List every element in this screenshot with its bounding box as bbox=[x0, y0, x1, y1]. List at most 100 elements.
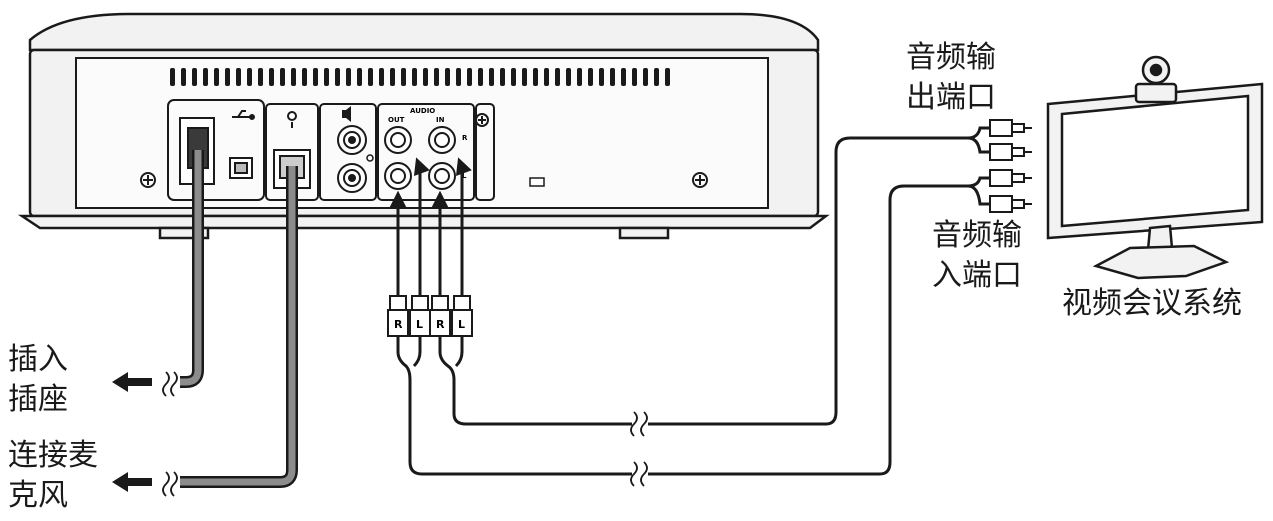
vent-slot bbox=[511, 68, 516, 86]
audio-in-port-label-line2: 入端口 bbox=[932, 258, 1022, 293]
microphone-jack-icon bbox=[287, 111, 297, 128]
vent-slot bbox=[445, 68, 450, 86]
monitor-screen bbox=[1060, 94, 1250, 228]
vent-slot bbox=[225, 68, 230, 86]
plug-into-outlet-line2: 插座 bbox=[8, 382, 68, 417]
audio-out-port-label: 音频输 出端口 bbox=[906, 38, 996, 118]
vent-slot bbox=[577, 68, 582, 86]
monitor bbox=[1046, 82, 1264, 280]
audio-cable-to-out-port bbox=[438, 136, 968, 426]
connect-microphone-label: 连接麦 克风 bbox=[8, 436, 98, 516]
video-conference-system-label: 视频会议系统 bbox=[1062, 284, 1242, 324]
cable-break-icon bbox=[162, 371, 178, 497]
audio-section-label: AUDIO bbox=[410, 107, 435, 115]
screw-speaker-panel bbox=[366, 154, 374, 162]
vent-slot bbox=[610, 68, 615, 86]
audio-in-port-label-line1: 音频输 bbox=[932, 218, 1022, 253]
monitor-stand bbox=[1092, 244, 1230, 280]
vent-slot bbox=[632, 68, 637, 86]
audio-in-label: IN bbox=[436, 116, 445, 124]
plug-label-out-l: L bbox=[416, 318, 423, 331]
plug-into-outlet-label: 插入 插座 bbox=[8, 340, 68, 420]
arrow-left-icon bbox=[112, 372, 152, 492]
camera-icon bbox=[1134, 55, 1178, 104]
vent-slot bbox=[456, 68, 461, 86]
screw-icon bbox=[140, 113, 708, 188]
plug-label-out-r: R bbox=[394, 318, 403, 331]
vent-slot bbox=[555, 68, 560, 86]
vent-slot bbox=[588, 68, 593, 86]
device-vent-grille bbox=[170, 68, 670, 86]
vent-slot bbox=[390, 68, 395, 86]
plug-into-outlet-line1: 插入 bbox=[8, 342, 68, 377]
audio-cable-to-in-port bbox=[396, 184, 968, 476]
usb-port bbox=[229, 157, 253, 179]
vent-slot bbox=[170, 68, 175, 86]
vent-slot bbox=[401, 68, 406, 86]
speaker-icon bbox=[342, 106, 351, 122]
vent-slot bbox=[621, 68, 626, 86]
vent-slot bbox=[236, 68, 241, 86]
vent-slot bbox=[533, 68, 538, 86]
side-panel bbox=[475, 103, 495, 201]
speaker-jacks bbox=[337, 125, 367, 193]
vent-slot bbox=[522, 68, 527, 86]
plug-label-in-r: R bbox=[436, 318, 445, 331]
vent-slot bbox=[357, 68, 362, 86]
vent-slot bbox=[269, 68, 274, 86]
microphone-cable bbox=[180, 166, 298, 488]
vent-slot bbox=[434, 68, 439, 86]
usb-icon bbox=[232, 110, 255, 120]
vent-slot bbox=[654, 68, 659, 86]
device-base bbox=[17, 214, 830, 230]
vent-slot bbox=[313, 68, 318, 86]
vent-slot bbox=[181, 68, 186, 86]
device-foot-left bbox=[158, 226, 210, 240]
rca-splitter-out bbox=[960, 126, 990, 154]
vent-slot bbox=[379, 68, 384, 86]
vent-slot bbox=[247, 68, 252, 86]
vent-slot bbox=[665, 68, 670, 86]
audio-in-port-label: 音频输 入端口 bbox=[932, 216, 1022, 296]
device-foot-right bbox=[618, 226, 670, 240]
vent-slot bbox=[324, 68, 329, 86]
vent-slot bbox=[544, 68, 549, 86]
vent-slot bbox=[280, 68, 285, 86]
vent-slot bbox=[203, 68, 208, 86]
video-conference-system-text: 视频会议系统 bbox=[1062, 286, 1242, 321]
vent-slot bbox=[335, 68, 340, 86]
connect-microphone-line2: 克风 bbox=[8, 478, 68, 513]
audio-out-label: OUT bbox=[388, 116, 405, 124]
vent-slot bbox=[412, 68, 417, 86]
audio-channel-l-label: L bbox=[462, 172, 467, 180]
vent-slot bbox=[500, 68, 505, 86]
vent-slot bbox=[643, 68, 648, 86]
vent-slot bbox=[368, 68, 373, 86]
audio-cable-arrows bbox=[389, 157, 472, 296]
vent-slot bbox=[478, 68, 483, 86]
cable-break-audio bbox=[630, 411, 648, 487]
power-cable bbox=[180, 150, 204, 388]
audio-out-port-label-line2: 出端口 bbox=[906, 80, 996, 115]
plug-label-in-l: L bbox=[458, 318, 465, 331]
vent-slot bbox=[192, 68, 197, 86]
rca-plugs-monitor bbox=[989, 119, 1032, 213]
audio-jacks bbox=[384, 126, 456, 190]
status-led bbox=[529, 177, 545, 187]
vent-slot bbox=[599, 68, 604, 86]
rca-plugs-device bbox=[387, 295, 473, 337]
rca-splitter-in bbox=[960, 176, 990, 206]
vent-slot bbox=[302, 68, 307, 86]
vent-slot bbox=[258, 68, 263, 86]
audio-out-port-label-line1: 音频输 bbox=[906, 40, 996, 75]
audio-channel-r-label: R bbox=[462, 134, 468, 142]
device-top-lid bbox=[28, 12, 820, 52]
vent-slot bbox=[423, 68, 428, 86]
vent-slot bbox=[214, 68, 219, 86]
vent-slot bbox=[291, 68, 296, 86]
vent-slot bbox=[346, 68, 351, 86]
vent-slot bbox=[566, 68, 571, 86]
vent-slot bbox=[489, 68, 494, 86]
